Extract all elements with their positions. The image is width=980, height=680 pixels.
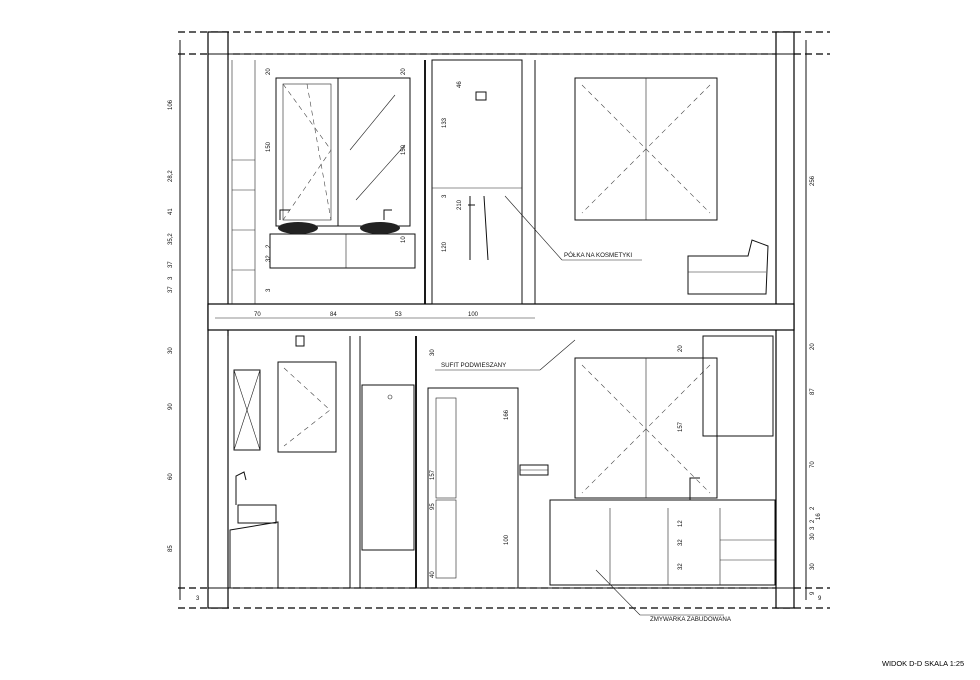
upper-window-left-sash	[282, 83, 332, 221]
dim-left-upper-2: 41	[168, 208, 174, 215]
entrance-door-frame	[427, 387, 519, 589]
dim-win-0: 20	[266, 68, 272, 75]
dim-h-2: 53	[395, 312, 402, 318]
shower-enclosure	[431, 59, 523, 305]
dim-left-lower-2: 60	[168, 473, 174, 480]
lower-window-left-opening	[283, 367, 331, 447]
kitchen-base-cabinets	[549, 499, 776, 586]
faucet-right-icon	[383, 209, 392, 220]
dim-win-7: 3	[266, 288, 272, 292]
wash-basin	[237, 504, 277, 524]
faucet-left-icon	[279, 209, 290, 220]
kitchen-faucet-icon	[689, 477, 700, 500]
dim-kitchen-3: 32	[678, 539, 684, 546]
mid-floor-slab	[207, 303, 795, 331]
dim-right-lower-4: 30	[810, 533, 816, 540]
tap-icon	[235, 471, 247, 505]
door-sidelight-top	[435, 397, 457, 499]
dim-right-lower-8: 3	[810, 526, 816, 530]
dim-right-upper-0: 256	[810, 175, 816, 186]
dim-win-2: 20	[401, 68, 407, 75]
kitchen-window-diag-2	[581, 364, 711, 494]
dim-door-1: 166	[504, 409, 510, 420]
dim-kitchen-1: 157	[678, 421, 684, 432]
upper-window-left	[275, 77, 339, 227]
dim-right-lower-2: 70	[810, 461, 816, 468]
dim-shower-0: 46	[457, 81, 463, 88]
lower-cabinet-diag-2	[233, 369, 261, 451]
upper-window-right-diag-2	[581, 84, 711, 214]
dim-left-lower-0: 30	[168, 347, 174, 354]
lower-cabinet-mirror	[233, 369, 261, 451]
dim-win-4: 10	[401, 236, 407, 243]
shower-head-icon	[475, 91, 487, 101]
dim-door-2: 157	[430, 469, 436, 480]
dim-h-3: 100	[468, 312, 479, 318]
dim-left-upper-3: 35,2	[168, 233, 174, 245]
dim-kitchen-4: 32	[678, 563, 684, 570]
dim-kitchen-2: 12	[678, 520, 684, 527]
window-opening-left	[282, 83, 332, 221]
dim-left-upper-5: 3	[168, 276, 174, 280]
dim-shower-4: 120	[442, 241, 448, 252]
dim-shower-2: 3	[442, 194, 448, 198]
label-dishwasher: ZMYWARKA ZABUDOWANA	[650, 616, 732, 623]
door-handle-icon	[387, 394, 393, 400]
dim-right-lower-3: 2	[810, 506, 816, 510]
lower-window-left	[277, 361, 337, 453]
dim-misc-0: 3	[196, 596, 200, 602]
dishwasher-leader-line	[595, 569, 641, 616]
dim-misc-1: 16	[816, 513, 822, 520]
closet-door	[361, 384, 415, 551]
light-fixture-icon	[295, 335, 305, 347]
dim-door-4: 100	[504, 534, 510, 545]
door-sidelight-bottom	[435, 499, 457, 579]
dim-left-upper-0: 106	[168, 99, 174, 110]
dim-h-1: 84	[330, 312, 337, 318]
dim-win-5: 2	[266, 244, 272, 248]
dim-misc-2: 9	[818, 596, 822, 602]
dim-kitchen-0: 20	[678, 345, 684, 352]
vanity-cabinet	[269, 233, 416, 269]
label-suspended-ceiling: SUFIT PODWIESZANY	[441, 362, 506, 369]
dim-right-lower-1: 87	[810, 388, 816, 395]
dim-left-upper-1: 28,2	[168, 170, 174, 182]
dim-right-lower-6: 9	[810, 591, 816, 595]
shelf-leader-line	[504, 195, 563, 261]
label-cosmetics-shelf: PÓŁKA NA KOSMETYKI	[564, 252, 632, 259]
dim-win-1: 150	[266, 141, 272, 152]
window-opening-left-b	[306, 83, 332, 221]
dim-shower-1: 133	[442, 117, 448, 128]
sink-bowl-left	[278, 222, 318, 234]
upper-mirror-right	[337, 77, 411, 227]
sofa-icon	[687, 239, 769, 295]
drawing-title: WIDOK D-D SKALA 1:25	[882, 659, 964, 668]
dim-right-lower-0: 20	[810, 343, 816, 350]
sink-bowl-right	[360, 222, 400, 234]
shower-hand-icon	[468, 195, 489, 261]
dim-left-lower-1: 90	[168, 403, 174, 410]
dim-left-upper-6: 37	[168, 286, 174, 293]
dim-shower-3: 210	[457, 199, 463, 210]
washing-machine-icon	[229, 521, 279, 589]
dim-left-upper-4: 37	[168, 261, 174, 268]
dim-door-5: 40	[430, 571, 436, 578]
dim-door-3: 95	[430, 503, 436, 510]
dim-win-3: 150	[401, 144, 407, 155]
dim-win-6: 32	[266, 255, 272, 262]
ceiling-leader-angle	[539, 339, 576, 371]
dim-right-lower-5: 30	[810, 563, 816, 570]
kitchen-wall-cabinet	[702, 335, 774, 437]
dim-right-lower-7: 2	[810, 519, 816, 523]
mirror-reflection-2	[355, 144, 406, 201]
mirror-reflection-1	[349, 94, 396, 151]
dim-h-0: 70	[254, 312, 261, 318]
dim-left-lower-3: 85	[168, 545, 174, 552]
dim-door-0: 30	[430, 349, 436, 356]
